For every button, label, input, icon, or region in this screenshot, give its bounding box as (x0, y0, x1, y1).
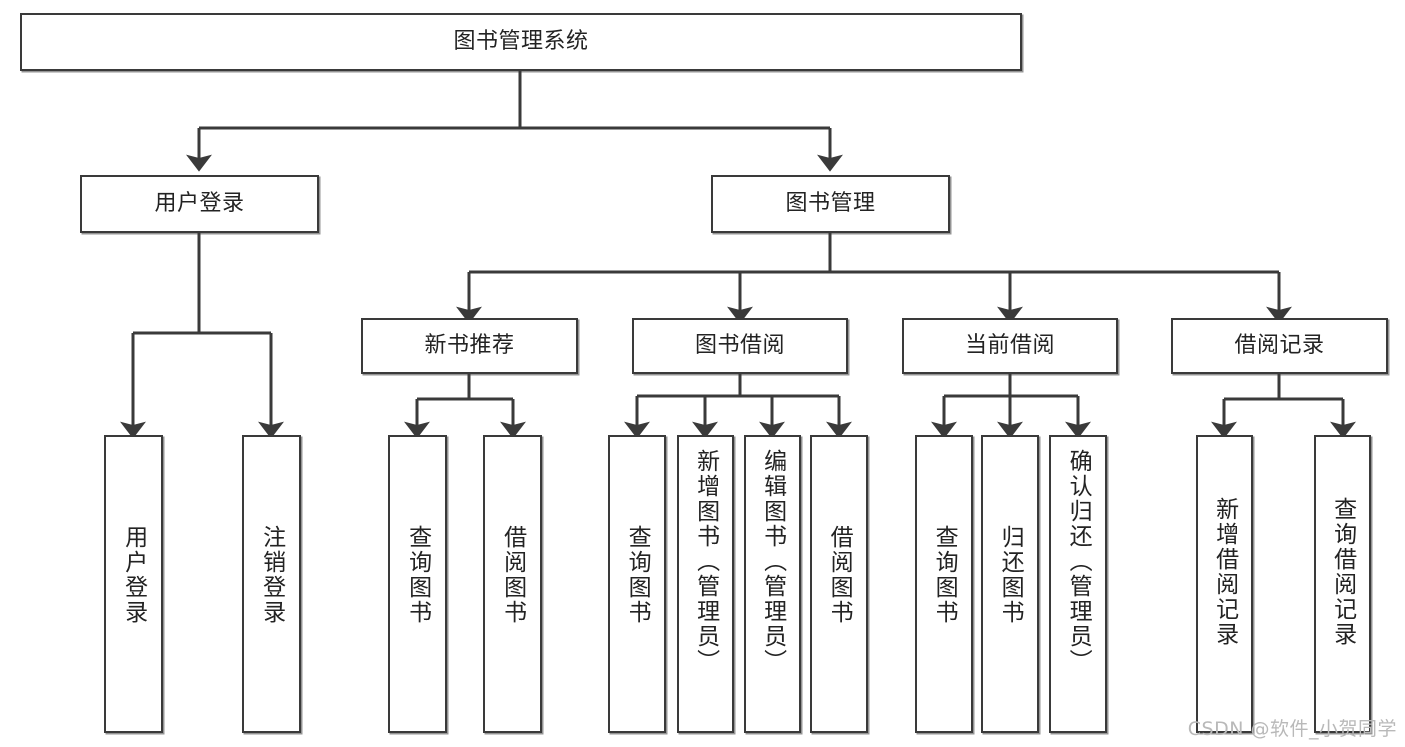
leaf-recommend-query-book[interactable]: 查询图书 (388, 435, 447, 733)
node-new-book-recommend[interactable]: 新书推荐 (361, 318, 578, 374)
leaf-recommend-borrow-book[interactable]: 借阅图书 (483, 435, 542, 733)
node-user-login[interactable]: 用户登录 (80, 175, 319, 233)
leaf-user-login-signin[interactable]: 用户登录 (104, 435, 163, 733)
node-label: 新书推荐 (424, 333, 515, 359)
node-label: 注销登录 (258, 525, 285, 625)
node-label: 用户登录 (120, 525, 147, 625)
node-label: 查询图书 (404, 525, 431, 625)
node-label: 编辑图书（管理员） (759, 449, 786, 674)
node-book-management[interactable]: 图书管理 (711, 175, 950, 233)
leaf-borrow-edit-book-admin[interactable]: 编辑图书（管理员） (744, 435, 801, 733)
node-label: 图书借阅 (694, 333, 785, 359)
leaf-borrow-query-book[interactable]: 查询图书 (608, 435, 666, 733)
node-label: 当前借阅 (964, 333, 1055, 359)
leaf-record-query-record[interactable]: 查询借阅记录 (1314, 435, 1371, 733)
node-label: 借阅记录 (1234, 333, 1325, 359)
node-label: 查询图书 (624, 525, 651, 625)
node-label: 借阅图书 (499, 525, 526, 625)
node-label: 查询借阅记录 (1329, 497, 1356, 647)
leaf-current-return-book[interactable]: 归还图书 (981, 435, 1039, 733)
node-label: 新增图书（管理员） (692, 449, 719, 674)
leaf-user-login-signout[interactable]: 注销登录 (242, 435, 301, 733)
node-label: 归还图书 (997, 525, 1024, 625)
node-label: 借阅图书 (826, 525, 853, 625)
node-label: 图书管理 (785, 191, 876, 217)
node-label: 新增借阅记录 (1211, 497, 1238, 647)
leaf-current-query-book[interactable]: 查询图书 (915, 435, 973, 733)
leaf-borrow-add-book-admin[interactable]: 新增图书（管理员） (677, 435, 734, 733)
node-label: 图书管理系统 (453, 29, 589, 55)
node-book-borrow[interactable]: 图书借阅 (632, 318, 848, 374)
node-borrow-record[interactable]: 借阅记录 (1171, 318, 1388, 374)
node-label: 用户登录 (154, 191, 245, 217)
node-current-borrow[interactable]: 当前借阅 (902, 318, 1118, 374)
node-root-library-system[interactable]: 图书管理系统 (20, 13, 1022, 71)
leaf-borrow-borrow-book[interactable]: 借阅图书 (810, 435, 868, 733)
leaf-current-confirm-return-admin[interactable]: 确认归还（管理员） (1049, 435, 1107, 733)
leaf-record-add-record[interactable]: 新增借阅记录 (1196, 435, 1253, 733)
node-label: 确认归还（管理员） (1065, 449, 1092, 674)
node-label: 查询图书 (931, 525, 958, 625)
